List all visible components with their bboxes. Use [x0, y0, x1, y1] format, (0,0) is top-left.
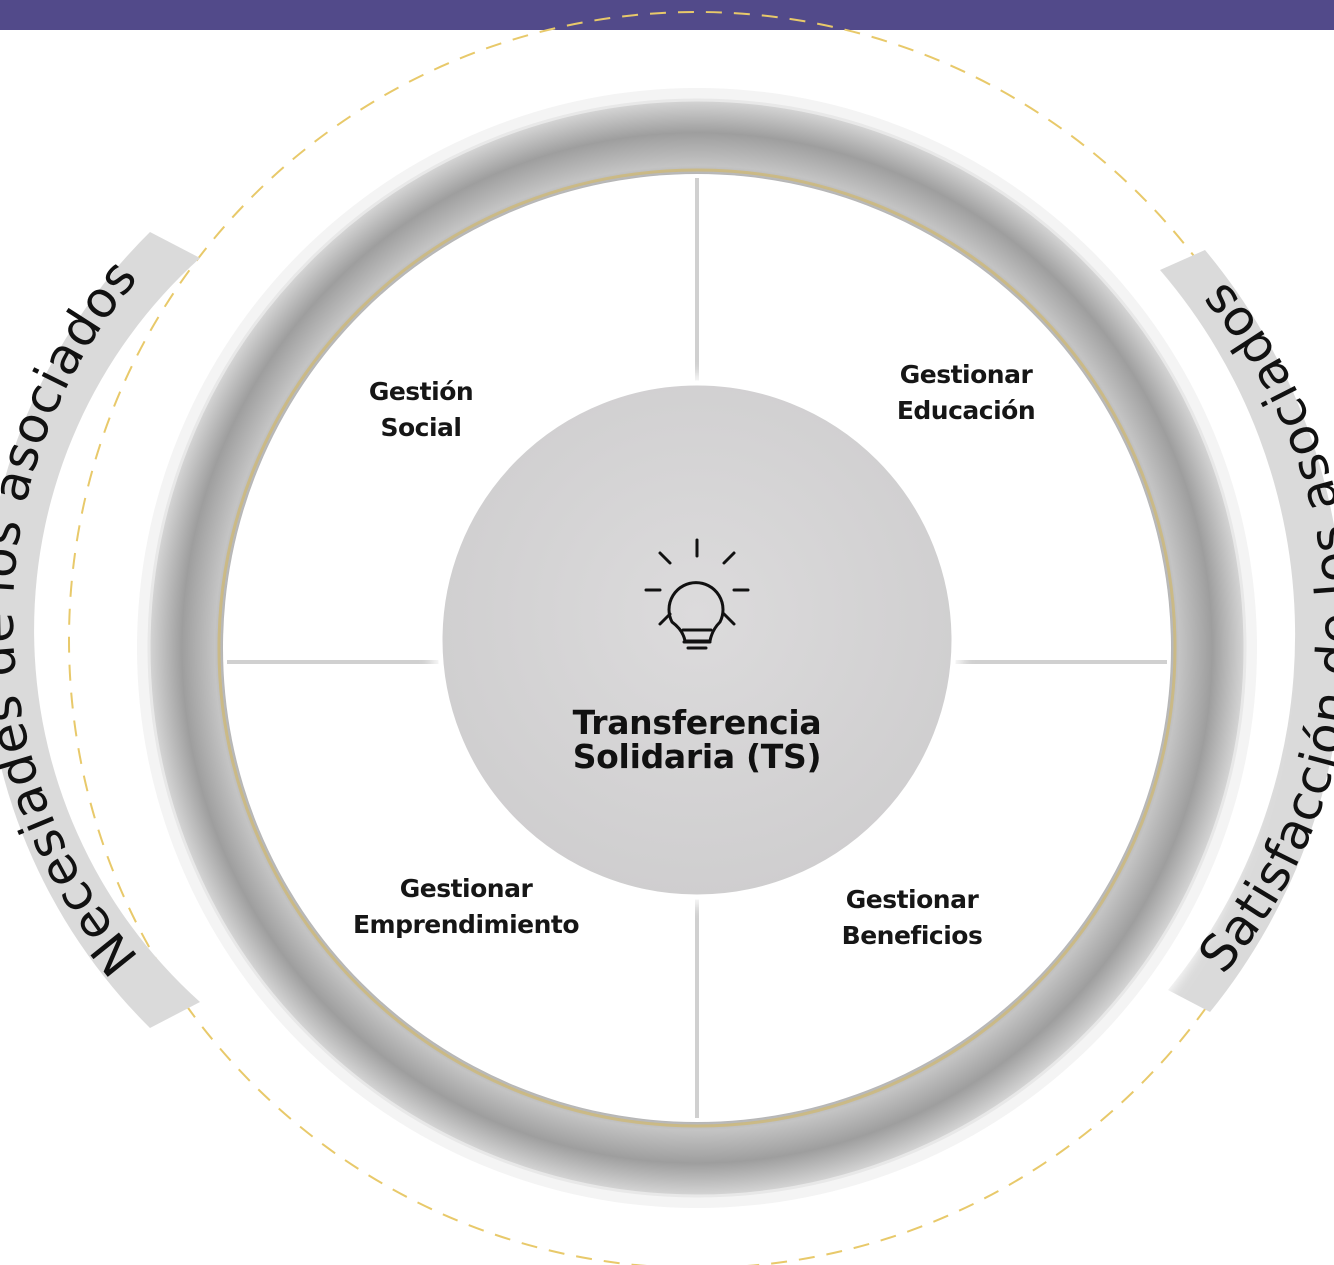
quadrant-top-right-line2: Educación	[896, 396, 1036, 425]
quadrant-top-right-line1: Gestionar	[899, 360, 1033, 389]
quadrant-bottom-left-label: Gestionar Emprendimiento	[336, 871, 596, 943]
quadrant-bottom-right-label: Gestionar Beneficios	[812, 882, 1012, 954]
quadrant-bottom-right-line2: Beneficios	[841, 921, 983, 950]
quadrant-top-left-line1: Gestión	[368, 377, 474, 406]
center-title-line2: Solidaria (TS)	[572, 737, 822, 776]
quadrant-bottom-left-line2: Emprendimiento	[352, 910, 580, 939]
header-bar	[0, 0, 1334, 30]
center-title-line1: Transferencia	[572, 703, 822, 742]
quadrant-top-left-label: Gestión Social	[321, 374, 521, 446]
quadrant-top-right-label: Gestionar Educación	[866, 357, 1066, 429]
left-side-band	[0, 232, 200, 1028]
lightbulb-icon	[644, 538, 750, 650]
center-title: Transferencia Solidaria (TS)	[497, 706, 897, 774]
right-side-band	[1160, 250, 1334, 1012]
quadrant-top-left-line2: Social	[380, 413, 462, 442]
quadrant-bottom-left-line1: Gestionar	[399, 874, 533, 903]
quadrant-bottom-right-line1: Gestionar	[845, 885, 979, 914]
